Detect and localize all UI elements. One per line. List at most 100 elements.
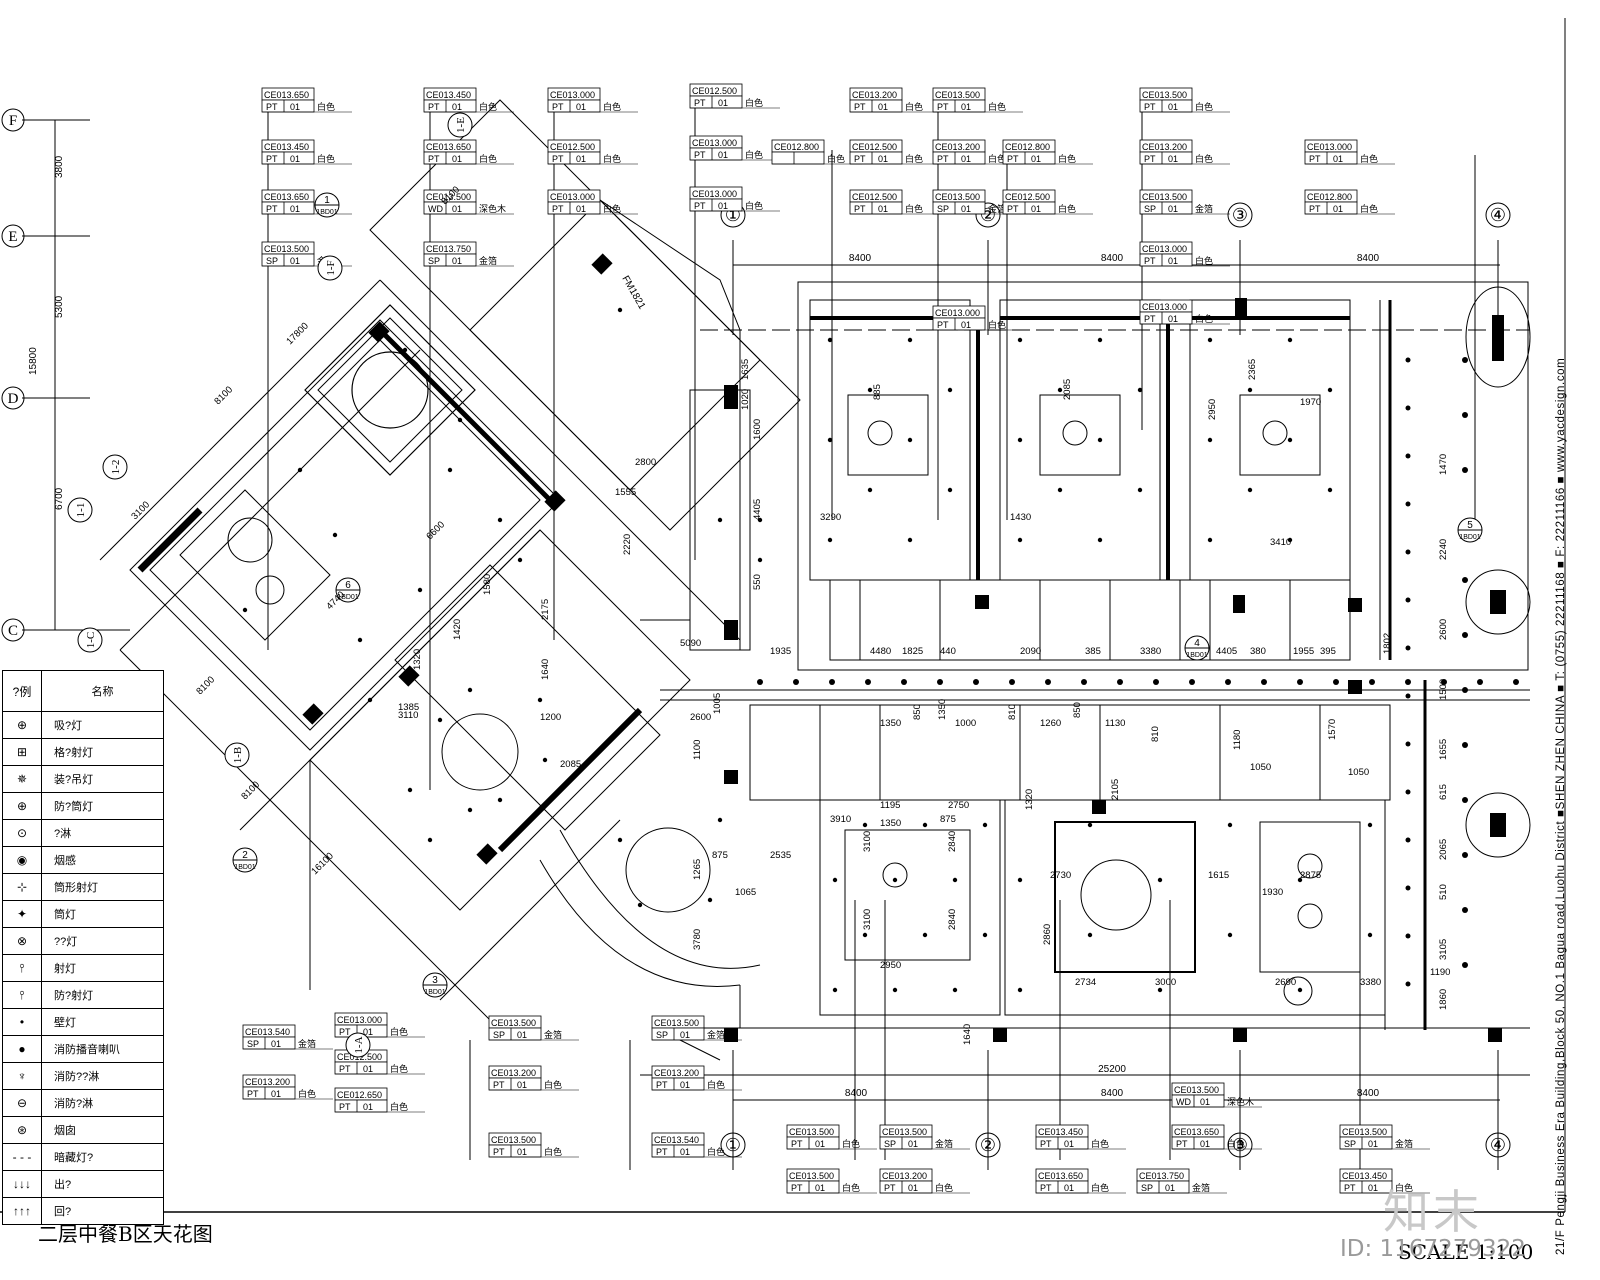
dimension-value: 550 — [752, 574, 763, 590]
col-dimension-bottom: 8400 — [1101, 1088, 1124, 1099]
ceiling-tag-number: 01 — [1333, 154, 1343, 164]
svg-text:F: F — [9, 113, 17, 129]
ceiling-tag-code: CE012.500 — [1005, 192, 1050, 202]
dimension-value: 3380 — [1140, 646, 1161, 657]
light-fixture-icon — [1462, 357, 1468, 363]
ceiling-tag-number: 01 — [1200, 1139, 1210, 1149]
dimension-value: 850 — [1072, 702, 1083, 718]
light-fixture-icon — [827, 337, 833, 343]
svg-text:④: ④ — [1490, 205, 1506, 225]
dimension-value: 2220 — [622, 534, 633, 555]
ceiling-tag-finish: 白色 — [1195, 101, 1213, 112]
ceiling-tag-material: PT — [791, 1139, 803, 1149]
dimension-value: 1020 — [740, 389, 751, 410]
dimension-value: 850 — [912, 704, 923, 720]
legend-label: 消防?淋 — [54, 1098, 94, 1110]
dimension-value: 1802 — [1382, 633, 1393, 654]
ceiling-tag-code: CE012.650 — [337, 1090, 382, 1100]
light-fixture-icon — [922, 932, 928, 938]
light-fixture-icon — [1287, 537, 1293, 543]
ceiling-tag-material: PT — [1040, 1139, 1052, 1149]
row-dimension: 5300 — [54, 295, 65, 318]
legend-label: 射灯 — [54, 963, 76, 975]
dimension-value: 8100 — [212, 384, 235, 407]
light-fixture-icon — [982, 932, 988, 938]
ceiling-tag-code: CE013.750 — [426, 244, 471, 254]
ceiling-tag-code: CE013.000 — [1307, 142, 1352, 152]
dimension-value: 4405 — [752, 499, 763, 520]
ceiling-tag-number: 01 — [718, 98, 728, 108]
legend-row: ⫯射灯 — [3, 955, 163, 982]
ceiling-tag-finish: 金箔 — [988, 203, 1006, 214]
ceiling-tag-finish: 白色 — [935, 1182, 953, 1193]
legend-row: - - -暗藏灯? — [3, 1144, 163, 1171]
legend-symbol-icon: ⊙ — [3, 820, 42, 846]
legend-label: 筒形射灯 — [54, 882, 98, 894]
light-fixture-icon — [1017, 337, 1023, 343]
dimension-value: 1640 — [540, 659, 551, 680]
legend-row: ♆消防??淋 — [3, 1063, 163, 1090]
legend-row: ✵装?吊灯 — [3, 766, 163, 793]
ceiling-tag-material: SP — [493, 1030, 505, 1040]
ceiling-tag-finish: 金箔 — [707, 1029, 725, 1040]
grid-col-marker: ③ — [1227, 1132, 1253, 1158]
door-label: FM1821 — [619, 274, 647, 312]
ceiling-tag-finish: 白色 — [707, 1146, 725, 1157]
light-fixture-icon — [1261, 679, 1267, 685]
light-fixture-icon — [1462, 412, 1468, 418]
ceiling-tag-code: CE013.500 — [935, 90, 980, 100]
light-fixture-icon — [1017, 437, 1023, 443]
dimension-value: 440 — [940, 646, 956, 657]
dimension-value: 1470 — [1438, 454, 1449, 475]
light-fixture-icon — [1405, 405, 1411, 411]
light-fixture-icon — [1297, 987, 1303, 993]
light-fixture-icon — [1462, 962, 1468, 968]
dimension-value: 2600 — [690, 712, 711, 723]
ceiling-tag-finish: 白色 — [905, 101, 923, 112]
firm-address-strip: 21/F Pengji Business Era Building,Block … — [1555, 357, 1567, 1255]
ceiling-tag-number: 01 — [680, 1030, 690, 1040]
ceiling-tag-finish: 白色 — [988, 319, 1006, 330]
ceiling-tag-finish: 白色 — [745, 149, 763, 160]
light-fixture-icon — [1405, 357, 1411, 363]
dimension-value: 1385 — [398, 702, 419, 713]
ceiling-tag-code: CE012.500 — [550, 142, 595, 152]
ceiling-tag-material: PT — [339, 1102, 351, 1112]
light-fixture-icon — [1057, 387, 1063, 393]
light-fixture-icon — [1207, 537, 1213, 543]
dimension-value: 6600 — [424, 519, 447, 542]
light-fixture-icon — [497, 517, 503, 523]
light-fixture-icon — [1462, 852, 1468, 858]
ceiling-tag-code: CE013.000 — [692, 189, 737, 199]
dimension-value: 1065 — [735, 887, 756, 898]
light-fixture-icon — [1097, 437, 1103, 443]
ceiling-tag-number: 01 — [290, 256, 300, 266]
legend-row: ⊹筒形射灯 — [3, 874, 163, 901]
svg-text:③: ③ — [1232, 205, 1248, 225]
ceiling-tag-finish: 白色 — [988, 101, 1006, 112]
ceiling-tag-number: 01 — [680, 1080, 690, 1090]
ceiling-tag-material: PT — [1309, 154, 1321, 164]
legend-symbol-icon: • — [3, 1009, 42, 1035]
grid-col-marker: ② — [975, 1132, 1001, 1158]
ceiling-tag-material: PT — [791, 1183, 803, 1193]
ceiling-tag-number: 01 — [908, 1183, 918, 1193]
ceiling-tag-code: CE013.000 — [935, 308, 980, 318]
diagonal-axis-marker: 1-B — [224, 742, 250, 768]
dimension-value: 3100 — [862, 909, 873, 930]
ceiling-tag-finish: 白色 — [390, 1101, 408, 1112]
light-fixture-icon — [1405, 597, 1411, 603]
col-dimension-top: 8400 — [1357, 253, 1380, 264]
ceiling-tag-finish: 金箔 — [1192, 1182, 1210, 1193]
light-fixture-icon — [1157, 877, 1163, 883]
ceiling-tag-number: 01 — [908, 1139, 918, 1149]
